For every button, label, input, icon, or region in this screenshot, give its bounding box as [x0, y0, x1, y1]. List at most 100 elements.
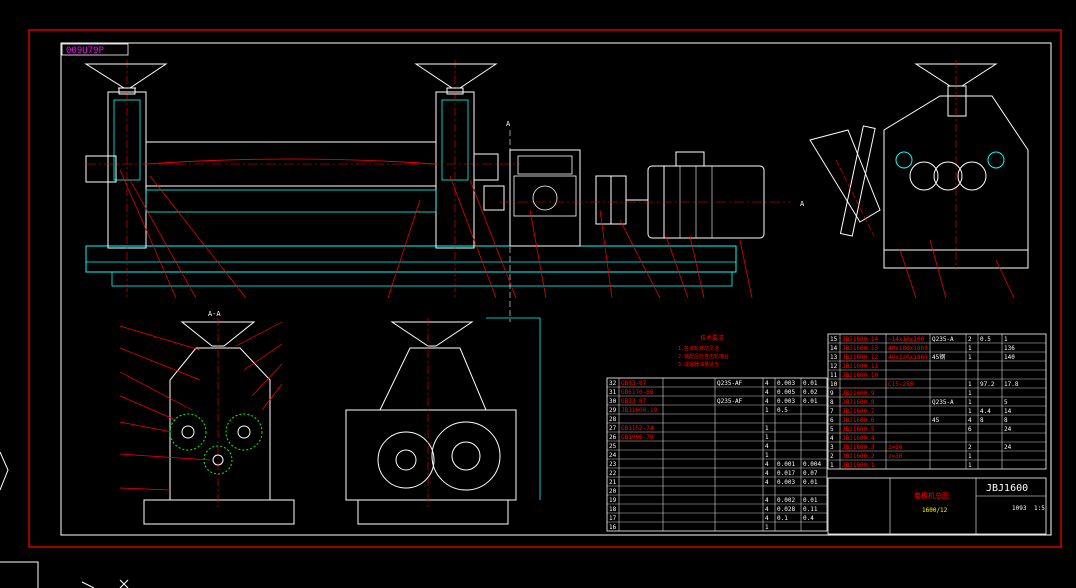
parts-right-cell: 14: [1004, 408, 1012, 415]
parts-left-border: [606, 377, 828, 532]
inner-frame: [60, 42, 1052, 536]
parts-left-cell: 1: [765, 434, 769, 441]
front-view: A A: [84, 60, 805, 322]
parts-right-cell: 3: [830, 444, 834, 451]
parts-right-cell: z=30: [888, 453, 903, 460]
parts-right-cell: JBJ1600.4: [842, 435, 875, 442]
parts-right-cell: 1: [1004, 336, 1008, 343]
parts-right-cell: JBJ1600.1: [842, 462, 875, 469]
parts-left-cell: 27: [609, 425, 617, 432]
parts-right-cell: 4: [968, 417, 972, 424]
parts-left-cell: 0.003: [777, 479, 795, 486]
parts-right-cell: JBJ1600.5: [842, 426, 875, 433]
parts-left-cell: 4: [765, 461, 769, 468]
parts-right-cell: 15: [830, 336, 838, 343]
parts-left-cell: 0.003: [777, 398, 795, 405]
notes-line-3: 3.减速器油量适当: [678, 361, 719, 368]
parts-right-cell: 4: [830, 435, 834, 442]
parts-left-cell: 1: [765, 407, 769, 414]
front-leaders: [119, 169, 753, 299]
parts-left-cell: 20: [609, 488, 617, 495]
parts-left-cell: 4: [765, 398, 769, 405]
parts-left-cell: JBJ1600.19: [621, 407, 658, 414]
parts-left-cell: 4: [765, 497, 769, 504]
parts-right-cell: 9: [830, 390, 834, 397]
parts-right-cell: JBJ1600.2: [842, 453, 875, 460]
parts-left-cell: GB93-87: [621, 398, 647, 405]
parts-right-cell: 1: [968, 408, 972, 415]
parts-right-border: [827, 333, 1047, 470]
section-leaders: [119, 321, 283, 491]
parts-left-cell: 0.5: [777, 407, 788, 414]
title-sub: 1600/12: [922, 507, 948, 514]
parts-right-cell: JBJ1600.8: [842, 399, 875, 406]
parts-right-cell: 10: [830, 381, 838, 388]
parts-left-cell: 0.002: [777, 497, 795, 504]
parts-left-cell: GB1152-74: [621, 425, 654, 432]
parts-left-cell: 19: [609, 497, 617, 504]
parts-right-cell: 1: [830, 462, 834, 469]
parts-right-cell: 24: [1004, 426, 1012, 433]
parts-left-cell: 17: [609, 515, 617, 522]
parts-left-cell: 30: [609, 398, 617, 405]
parts-right-cell: 1: [968, 453, 972, 460]
parts-left-cell: 25: [609, 443, 617, 450]
parts-left-cell: 0.4: [803, 515, 814, 522]
outer-frame: [28, 29, 1062, 548]
parts-left-cell: 0.11: [803, 506, 818, 513]
parts-right-cell: JBJ1600.9: [842, 390, 875, 397]
side-leaders: [899, 239, 1015, 299]
parts-left-cell: 0.01: [803, 380, 818, 387]
parts-right-cell: 4.4: [980, 408, 991, 415]
parts-left-cell: 21: [609, 479, 617, 486]
parts-left-cell: 24: [609, 452, 617, 459]
parts-left-cell: 31: [609, 389, 617, 396]
parts-right-cell: 5: [830, 426, 834, 433]
parts-left-cell: 0.1: [777, 515, 788, 522]
parts-right-cell: JBJ1600.11: [842, 363, 879, 370]
parts-right-cell: 2: [968, 444, 972, 451]
parts-right-cell: 140: [1004, 354, 1015, 361]
parts-left-cell: 4: [765, 443, 769, 450]
parts-left-cell: 4: [765, 506, 769, 513]
parts-right-cell: 17.8: [1004, 381, 1019, 388]
section-middle-view: [345, 317, 541, 525]
parts-left-cell: 28: [609, 416, 617, 423]
notes-line-2: 2.装配后检查齿轮啮合: [678, 353, 729, 360]
parts-left-cell: 0.004: [803, 461, 821, 468]
parts-right-cell: 97.2: [980, 381, 995, 388]
parts-left-cell: 18: [609, 506, 617, 513]
section-aa-view: A-A: [143, 310, 295, 525]
parts-left-cell: 26: [609, 434, 617, 441]
corner-tag: 009U79P: [61, 43, 129, 56]
parts-right-cell: 1: [968, 399, 972, 406]
parts-right-cell: 2: [830, 453, 834, 460]
technical-notes: 技术要求 1.各滚轮转动灵活 2.装配后检查齿轮啮合 3.减速器油量适当: [678, 334, 729, 368]
parts-left-cell: 4: [765, 479, 769, 486]
parts-right-cell: 0.5: [980, 336, 991, 343]
parts-right-cell: JBJ1600.3: [842, 444, 875, 451]
parts-right-cell: 45: [932, 417, 940, 424]
parts-left-cell: GB93-87: [621, 380, 647, 387]
parts-right-cell: 8: [980, 417, 984, 424]
arrow-mark-2: A: [800, 200, 805, 208]
parts-left-cell: GB6170-86: [621, 389, 654, 396]
title-block: 卷板机总图 1600/12 JBJ1600 1093 1:5: [827, 477, 1047, 535]
parts-right-cell: 12: [830, 363, 838, 370]
notes-title: 技术要求: [700, 334, 724, 342]
parts-left-cell: 0.01: [803, 479, 818, 486]
parts-right-cell: Q235-A: [932, 399, 954, 406]
parts-left-cell: 4: [765, 389, 769, 396]
parts-right-cell: 1: [968, 462, 972, 469]
parts-left-cell: 4: [765, 470, 769, 477]
parts-left-cell: Q235-AF: [717, 398, 743, 405]
parts-right-cell: 1: [968, 390, 972, 397]
parts-right-cell: JBJ1600.13: [842, 345, 879, 352]
parts-right-cell: JBJ1600.14: [842, 336, 879, 343]
parts-right-cell: 24: [1004, 444, 1012, 451]
parts-right-cell: JBJ1600.10: [842, 372, 879, 379]
parts-right-cell: 8: [1004, 417, 1008, 424]
parts-left-cell: 4: [765, 515, 769, 522]
parts-right-cell: 6: [968, 426, 972, 433]
